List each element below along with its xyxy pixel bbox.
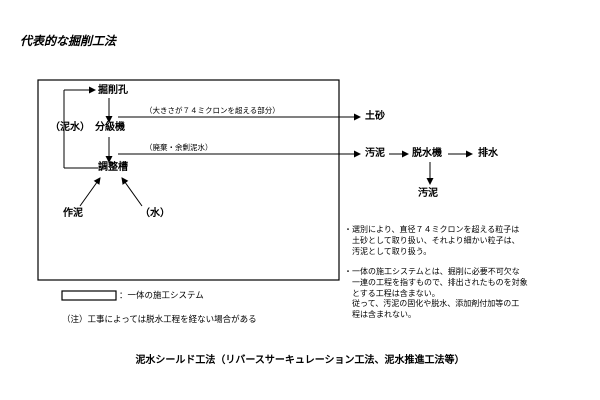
node-kussaku: 掘削孔 xyxy=(98,85,128,96)
node-odei-2: 汚泥 xyxy=(418,188,438,199)
system-boundary-box xyxy=(37,79,340,281)
node-odei: 汚泥 xyxy=(365,148,385,159)
node-deisui: （泥水） xyxy=(50,122,90,133)
edge-label-large-particles: （大きさが７４ミクロンを超える部分） xyxy=(145,106,280,115)
node-haisui: 排水 xyxy=(478,148,498,159)
legend-label: ：一体の施工システム xyxy=(119,291,204,301)
node-sakudei: 作泥 xyxy=(63,208,83,219)
note-system-definition: ・一体の施工システムとは、掘削に必要不可欠な 一連の工程を指すもので、排出された… xyxy=(344,267,528,321)
note-line: 土砂として取り扱い、それより細かい粒子は、 xyxy=(344,235,520,245)
legend-swatch xyxy=(61,290,117,301)
note-line: ・選別により、直径７４ミクロンを超える粒子は xyxy=(344,225,520,234)
node-mizu: （水） xyxy=(140,208,170,219)
node-dassui: 脱水機 xyxy=(412,148,442,159)
edge-label-waste-mud: （廃棄・余剰泥水） xyxy=(145,143,213,152)
note-line: 汚泥として取り扱う。 xyxy=(344,246,432,256)
note-line: 一連の工程を指すもので、排出されたものを対象 xyxy=(344,277,528,287)
edge-sakudei-chosei xyxy=(79,177,101,207)
page-title: 代表的な掘削工法 xyxy=(20,34,117,48)
node-dosha: 土砂 xyxy=(365,111,385,122)
edge-mizu-chosei xyxy=(121,177,143,207)
node-chosei: 調整槽 xyxy=(98,162,128,173)
figure-caption: 泥水シールド工法（リバースサーキュレーション工法、泥水推進工法等） xyxy=(135,355,465,366)
note-line: 程は含まれない。 xyxy=(344,310,416,320)
legend-note: （注）工事によっては脱水工程を経ない場合がある xyxy=(62,315,257,325)
node-bunkyu: 分級機 xyxy=(95,122,125,133)
note-line: とする工程は含まない。 xyxy=(344,288,440,298)
note-line: 従って、汚泥の固化や脱水、添加剤付加等の工 xyxy=(344,299,520,309)
note-line: ・一体の施工システムとは、掘削に必要不可欠な xyxy=(344,267,520,276)
note-particle-sorting: ・選別により、直径７４ミクロンを超える粒子は 土砂として取り扱い、それより細かい… xyxy=(344,225,520,257)
